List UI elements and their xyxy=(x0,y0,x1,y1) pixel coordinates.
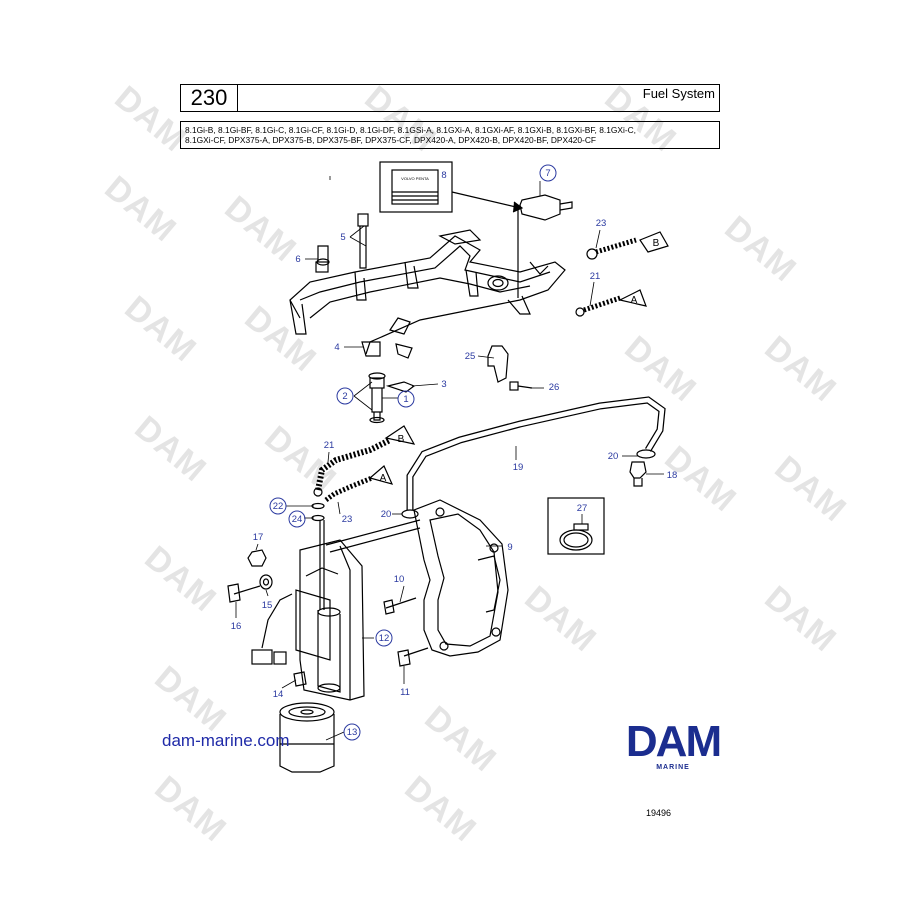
callout-circle-2 xyxy=(336,387,354,405)
part-label-6: 6 xyxy=(295,254,300,265)
part-label-1: 1 xyxy=(403,394,408,405)
fuel-pump-bracket xyxy=(299,539,365,701)
connector-label-B-top: B xyxy=(653,238,660,249)
part-label-8: 8 xyxy=(441,170,446,181)
part-label-3: 3 xyxy=(441,379,446,390)
fuel-cooler-plate xyxy=(413,499,509,657)
rail-port xyxy=(487,275,509,291)
section-title: Fuel System xyxy=(642,86,715,101)
part-label-12: 12 xyxy=(379,633,390,644)
part-label-20-right: 20 xyxy=(608,451,619,462)
website-link[interactable]: dam-marine.com xyxy=(162,731,290,750)
brand-logo: DAM MARINE xyxy=(606,717,740,772)
bolt-10 xyxy=(385,597,417,609)
part-label-17: 17 xyxy=(253,532,264,543)
callout-circle-24 xyxy=(288,510,306,528)
part-label-2: 2 xyxy=(342,391,347,402)
connector-B-top xyxy=(639,231,669,253)
part-label-23-lower: 23 xyxy=(342,514,353,525)
bolt-16 xyxy=(233,585,261,595)
part-label-10: 10 xyxy=(394,574,405,585)
hose-23-lower xyxy=(324,475,373,502)
fuel-pump xyxy=(295,589,331,661)
clamp-inset-box xyxy=(547,497,605,555)
manual-book-icon xyxy=(391,169,439,205)
models-list: 8.1Gi-B, 8.1Gi-BF, 8.1Gi-C, 8.1Gi-CF, 8.… xyxy=(180,121,720,149)
part-label-15: 15 xyxy=(262,600,273,611)
brand-name: DAM xyxy=(625,717,722,766)
connector-label-A-lower: A xyxy=(380,473,387,484)
part-label-9: 9 xyxy=(507,542,512,553)
part-label-24: 24 xyxy=(292,514,303,525)
part-label-16: 16 xyxy=(231,621,242,632)
bolt-11 xyxy=(403,647,429,657)
inset-pointer xyxy=(451,191,521,209)
connector-label-B-lower: B xyxy=(398,434,405,445)
part-label-18: 18 xyxy=(667,470,678,481)
page-number: 230 xyxy=(181,85,238,111)
part-label-11: 11 xyxy=(400,687,410,698)
fuel-injector xyxy=(369,377,385,389)
part-label-19: 19 xyxy=(513,462,524,473)
part-label-7: 7 xyxy=(545,168,550,179)
connector-B-lower xyxy=(384,425,416,445)
part-label-23-top: 23 xyxy=(596,218,607,229)
part-label-13: 13 xyxy=(347,727,358,738)
manual-label: VOLVO PENTA xyxy=(401,176,429,181)
part-label-14: 14 xyxy=(273,689,284,700)
part-label-27: 27 xyxy=(577,503,588,514)
fuel-rail xyxy=(289,235,566,355)
pressure-regulator xyxy=(519,194,561,221)
part-label-4: 4 xyxy=(334,342,339,353)
models-line-2: 8.1GXi-CF, DPX375-A, DPX375-B, DPX375-BF… xyxy=(185,135,597,145)
header-box: 230 Fuel System xyxy=(180,84,720,112)
callout-circle-7 xyxy=(539,164,557,182)
fuel-filter xyxy=(279,714,335,773)
connector-A-top xyxy=(618,289,647,307)
callout-circle-12 xyxy=(375,629,393,647)
part-label-20-left: 20 xyxy=(381,509,392,520)
fitting-18 xyxy=(629,461,647,479)
callout-circle-22 xyxy=(269,497,287,515)
part-label-21-lower: 21 xyxy=(324,440,335,451)
part-label-22: 22 xyxy=(273,501,284,512)
hose-21-lower xyxy=(315,437,392,491)
models-line-1: 8.1Gi-B, 8.1Gi-BF, 8.1Gi-C, 8.1Gi-CF, 8.… xyxy=(185,125,636,135)
part-label-25: 25 xyxy=(465,351,476,362)
part-label-26: 26 xyxy=(549,382,560,393)
hose-21-top xyxy=(583,295,621,313)
callout-circle-13 xyxy=(343,723,361,741)
clamp-25 xyxy=(487,345,509,383)
callout-circle-1 xyxy=(397,390,415,408)
part-label-21-top: 21 xyxy=(590,271,601,282)
drawing-number: 19496 xyxy=(646,808,672,818)
connector-label-A-top: A xyxy=(631,295,638,306)
connector-A-lower xyxy=(368,465,394,485)
part-label-5: 5 xyxy=(340,232,345,243)
hose-23-top xyxy=(595,237,637,255)
nut-17 xyxy=(247,549,267,567)
fuel-hose-19 xyxy=(406,396,666,510)
brand-tagline: MARINE xyxy=(656,764,690,771)
